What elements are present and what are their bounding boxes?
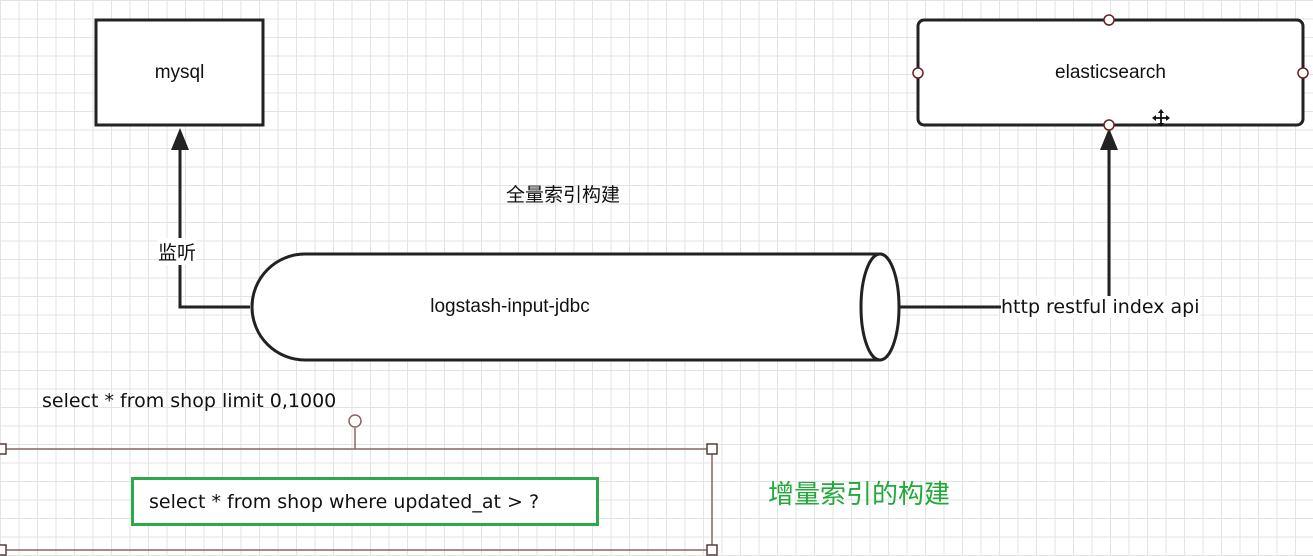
full-index-label: 全量索引构建 — [506, 184, 621, 206]
incremental-index-label: 增量索引的构建 — [768, 480, 951, 510]
listen-connector[interactable] — [178, 148, 250, 309]
http-api-label: http restful index api — [1001, 296, 1200, 318]
http-arrowhead — [1100, 128, 1118, 150]
http-connector[interactable] — [900, 148, 1111, 309]
selection-handle-top-right[interactable] — [706, 443, 718, 455]
elasticsearch-label: elasticsearch — [1055, 61, 1166, 83]
selection-rotate-handle[interactable] — [348, 414, 362, 428]
mysql-node[interactable] — [94, 18, 265, 127]
move-cursor-icon — [1152, 109, 1170, 127]
selection-frame[interactable] — [0, 448, 713, 551]
pipeline-end-cap — [859, 252, 901, 362]
incremental-query-box[interactable]: select * from shop where updated_at > ? — [131, 477, 599, 526]
selection-handle-bottom-right[interactable] — [706, 544, 718, 556]
full-query-label: select * from shop limit 0,1000 — [42, 390, 337, 412]
selection-handle-top-left[interactable] — [0, 443, 7, 455]
listen-label: 监听 — [158, 238, 197, 265]
incremental-query-text: select * from shop where updated_at > ? — [149, 490, 540, 513]
mysql-label: mysql — [154, 61, 205, 83]
pipeline-label: logstash-input-jdbc — [430, 296, 590, 317]
selection-handle-bottom-left[interactable] — [0, 544, 7, 556]
pipeline-node[interactable] — [250, 252, 882, 362]
listen-arrowhead — [171, 128, 189, 150]
connection-handle-top[interactable] — [1103, 14, 1115, 26]
connection-handle-bottom[interactable] — [1103, 119, 1115, 131]
connection-handle-left[interactable] — [912, 67, 924, 79]
connection-handle-right[interactable] — [1297, 67, 1309, 79]
